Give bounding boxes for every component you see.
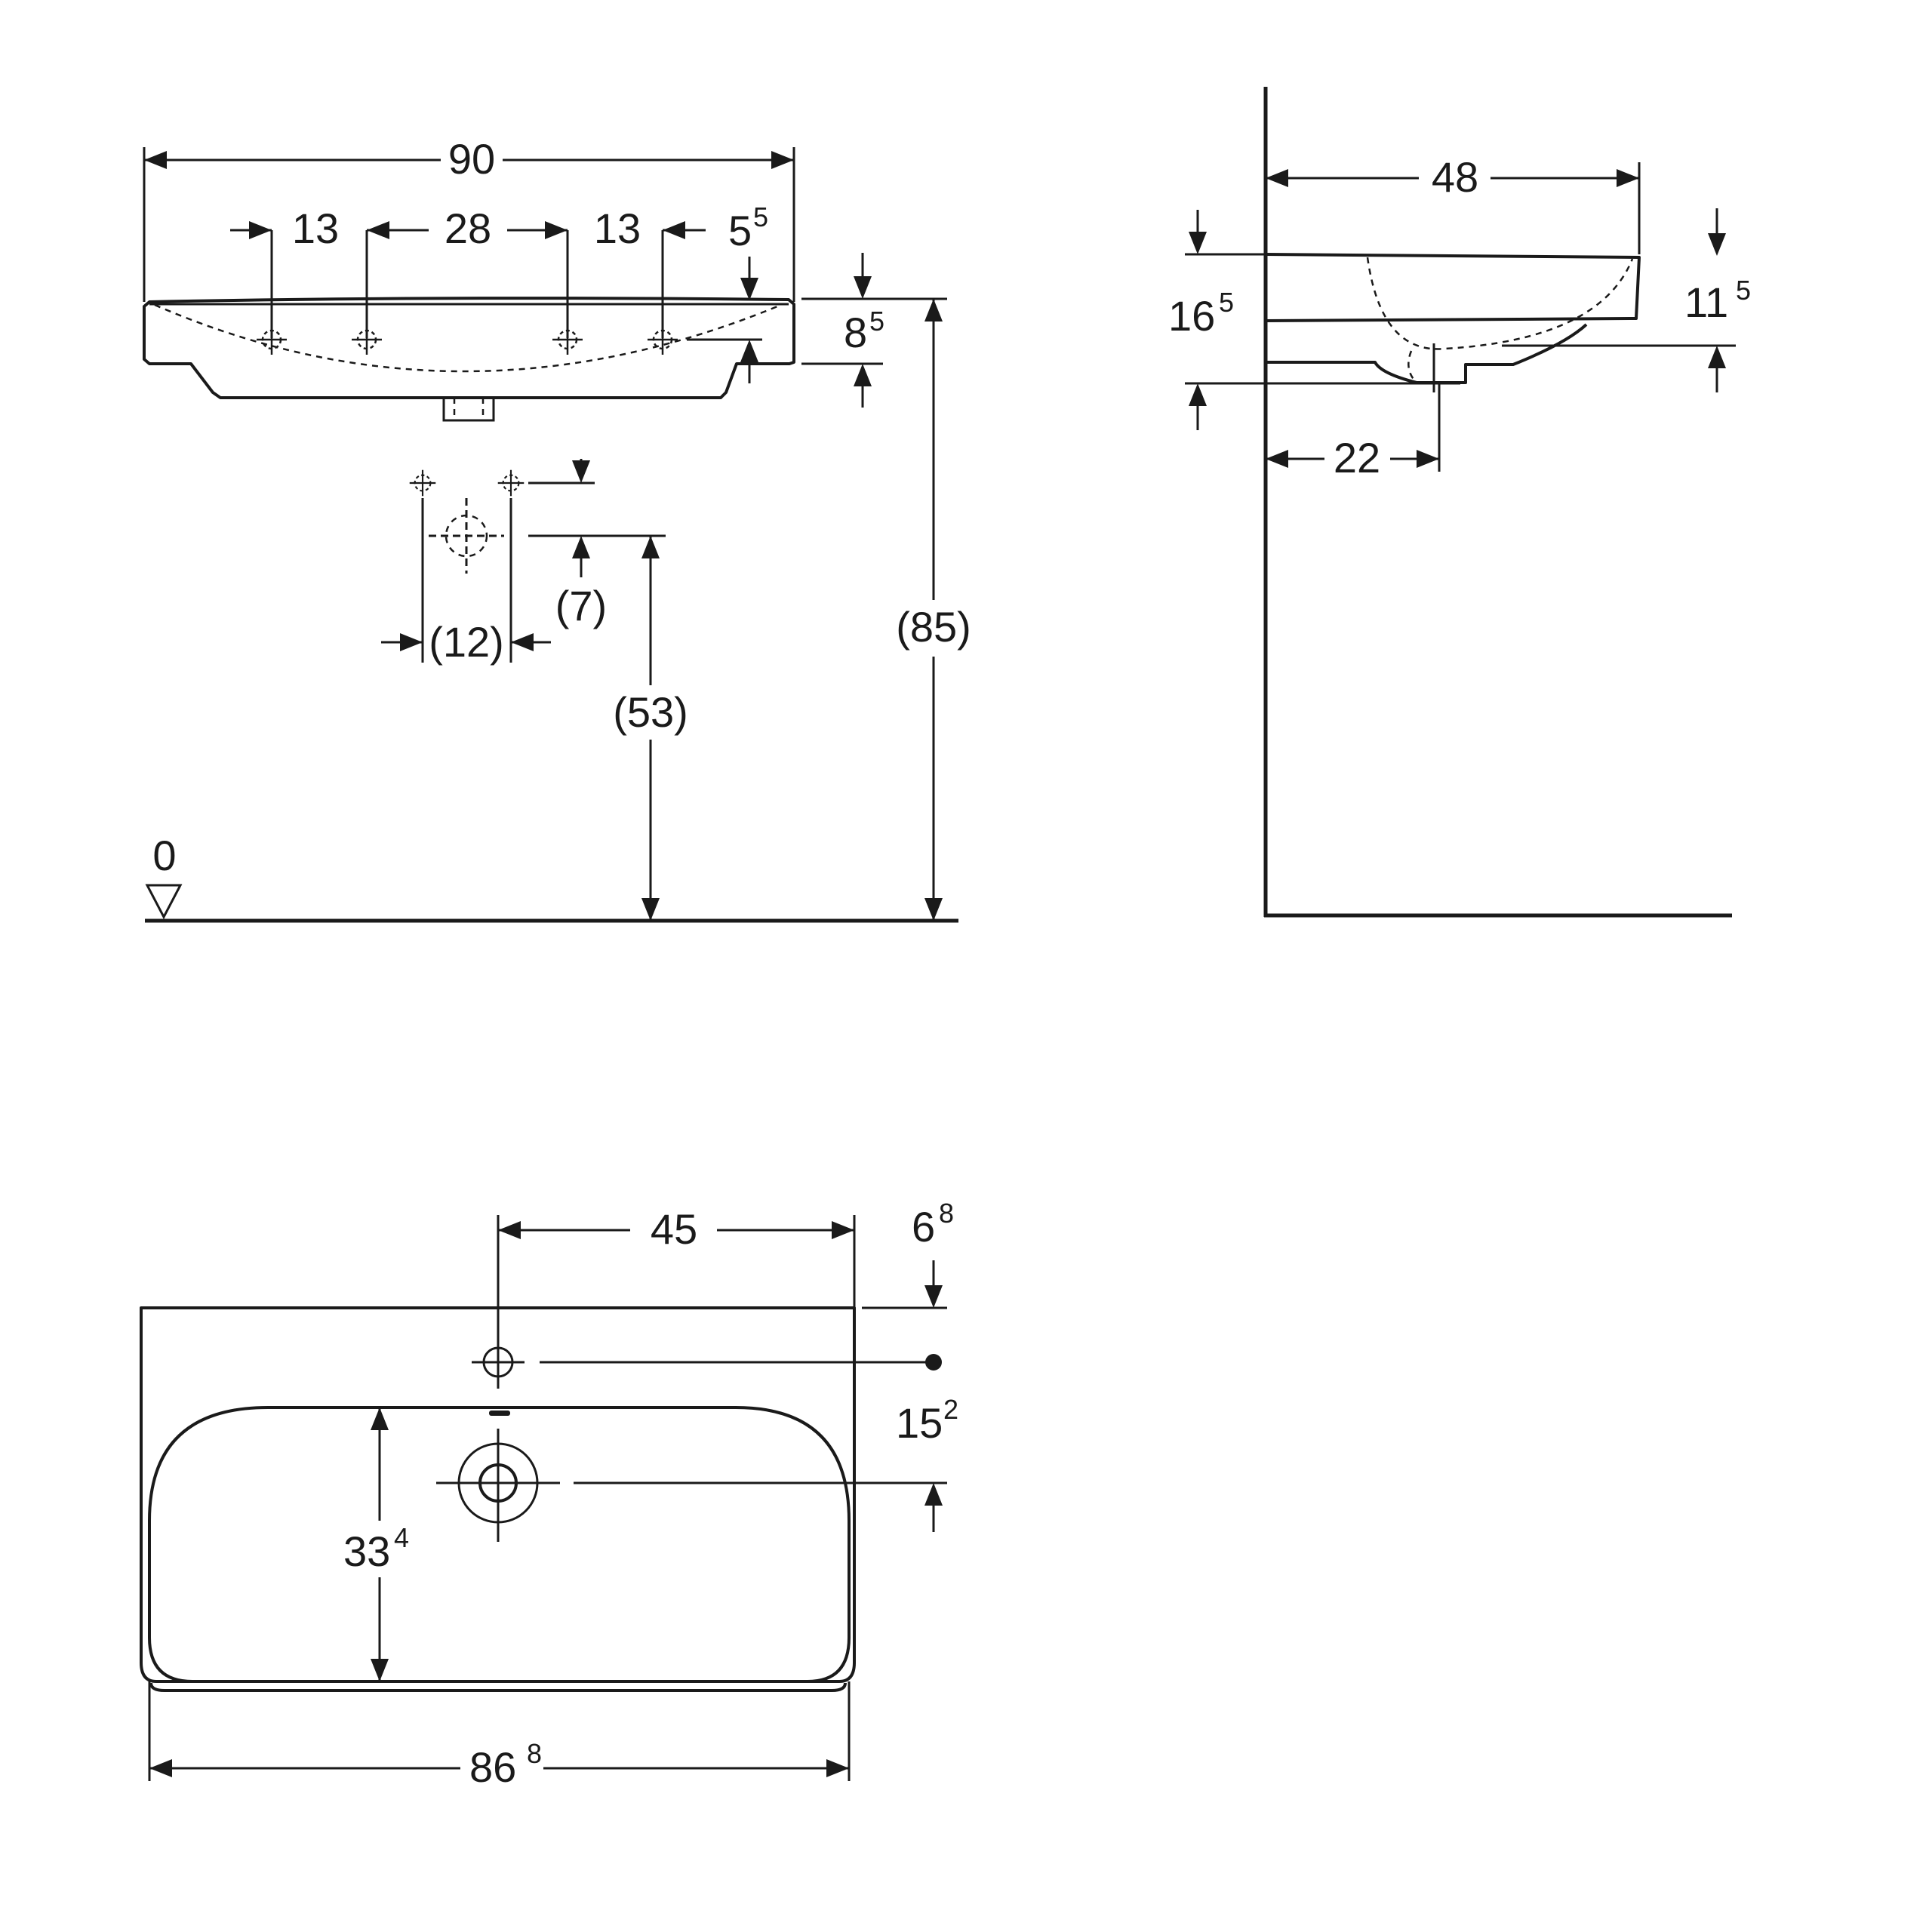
floor-level-label: 0: [152, 832, 176, 879]
dim-bowl-height: 11: [1684, 278, 1728, 326]
tap-hole-top-icon: [472, 1336, 525, 1389]
basin-front-outline: [143, 297, 795, 399]
dim-drain-distance: 22: [1334, 434, 1380, 481]
top-view: 45 6 8 15 2 33 4 86 8: [140, 1198, 958, 1791]
svg-text:5: 5: [1736, 275, 1751, 306]
dim-depth: 48: [1432, 153, 1478, 201]
dim-supply-height: (53): [613, 688, 688, 736]
side-bowl-hidden-line: [1366, 257, 1634, 350]
bowl-hidden-line: [154, 303, 782, 373]
dim-drain-from-tap: 15: [896, 1399, 943, 1447]
svg-text:5: 5: [1219, 287, 1234, 318]
floor-level-icon: [145, 884, 183, 920]
supply-outlet-icon: [429, 498, 504, 574]
bowl-top-outline: [148, 1406, 851, 1683]
drain-outlet: [442, 396, 495, 422]
dim-tap-from-back: 6: [912, 1203, 935, 1251]
svg-text:8: 8: [939, 1198, 954, 1229]
dim-hole-left-offset: 13: [292, 205, 339, 252]
svg-text:5: 5: [869, 306, 884, 337]
dim-rim-floor-height: (85): [896, 603, 971, 651]
dim-width: 90: [448, 135, 495, 183]
dim-hole-right-offset: 13: [594, 205, 641, 252]
dim-rim-offset: 5: [728, 207, 752, 254]
dim-hole-spacing: 28: [445, 205, 491, 252]
dim-rim-height: 8: [844, 309, 867, 356]
svg-text:2: 2: [943, 1394, 958, 1425]
valve-left-icon: [408, 469, 437, 497]
svg-text:8: 8: [527, 1738, 542, 1769]
dim-bowl-depth: 33: [343, 1527, 390, 1575]
basin-top-outline: [140, 1306, 856, 1683]
svg-text:4: 4: [394, 1522, 409, 1553]
basin-side-outline: [1265, 253, 1641, 322]
side-view: 48 16 5 11 5 22: [1168, 87, 1751, 918]
dim-bowl-width: 86: [469, 1743, 516, 1791]
drain-top-icon: [436, 1429, 560, 1542]
dim-tap-to-edge: 45: [651, 1205, 697, 1253]
dim-valve-height: (7): [555, 582, 607, 629]
overflow-slot: [489, 1411, 510, 1416]
dim-valve-spacing: (12): [429, 618, 504, 666]
dim-overall-height: 16: [1168, 292, 1215, 340]
valve-right-icon: [497, 469, 525, 497]
svg-text:5: 5: [753, 202, 768, 232]
front-view: 90 13 28 13 5 5 8 5 (85): [143, 135, 971, 923]
